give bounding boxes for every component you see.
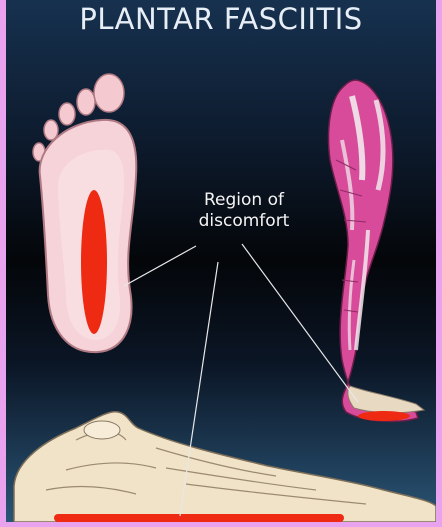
region-label-line2: discomfort xyxy=(174,211,314,232)
inflamed-region-leg xyxy=(358,411,410,421)
big-toe xyxy=(94,74,124,112)
illustration-panel: PLANTAR FASCIITIS xyxy=(6,0,436,522)
fourth-toe xyxy=(44,120,58,140)
region-label-line1: Region of xyxy=(174,190,314,211)
region-label: Region of discomfort xyxy=(174,190,314,232)
inflamed-region-skeleton xyxy=(54,514,344,522)
foot-skeleton-icon xyxy=(14,412,436,522)
leg-foot-bones xyxy=(348,386,424,413)
inflamed-region-sole xyxy=(81,190,107,334)
leg-muscle-body xyxy=(329,80,419,421)
pointer-line-sole xyxy=(124,246,196,286)
second-toe xyxy=(77,89,95,115)
leg-muscle-icon xyxy=(329,80,425,421)
third-toe xyxy=(59,103,75,125)
anatomy-illustration xyxy=(6,0,436,522)
talus-bone xyxy=(84,421,120,439)
foot-sole-icon xyxy=(33,74,136,352)
